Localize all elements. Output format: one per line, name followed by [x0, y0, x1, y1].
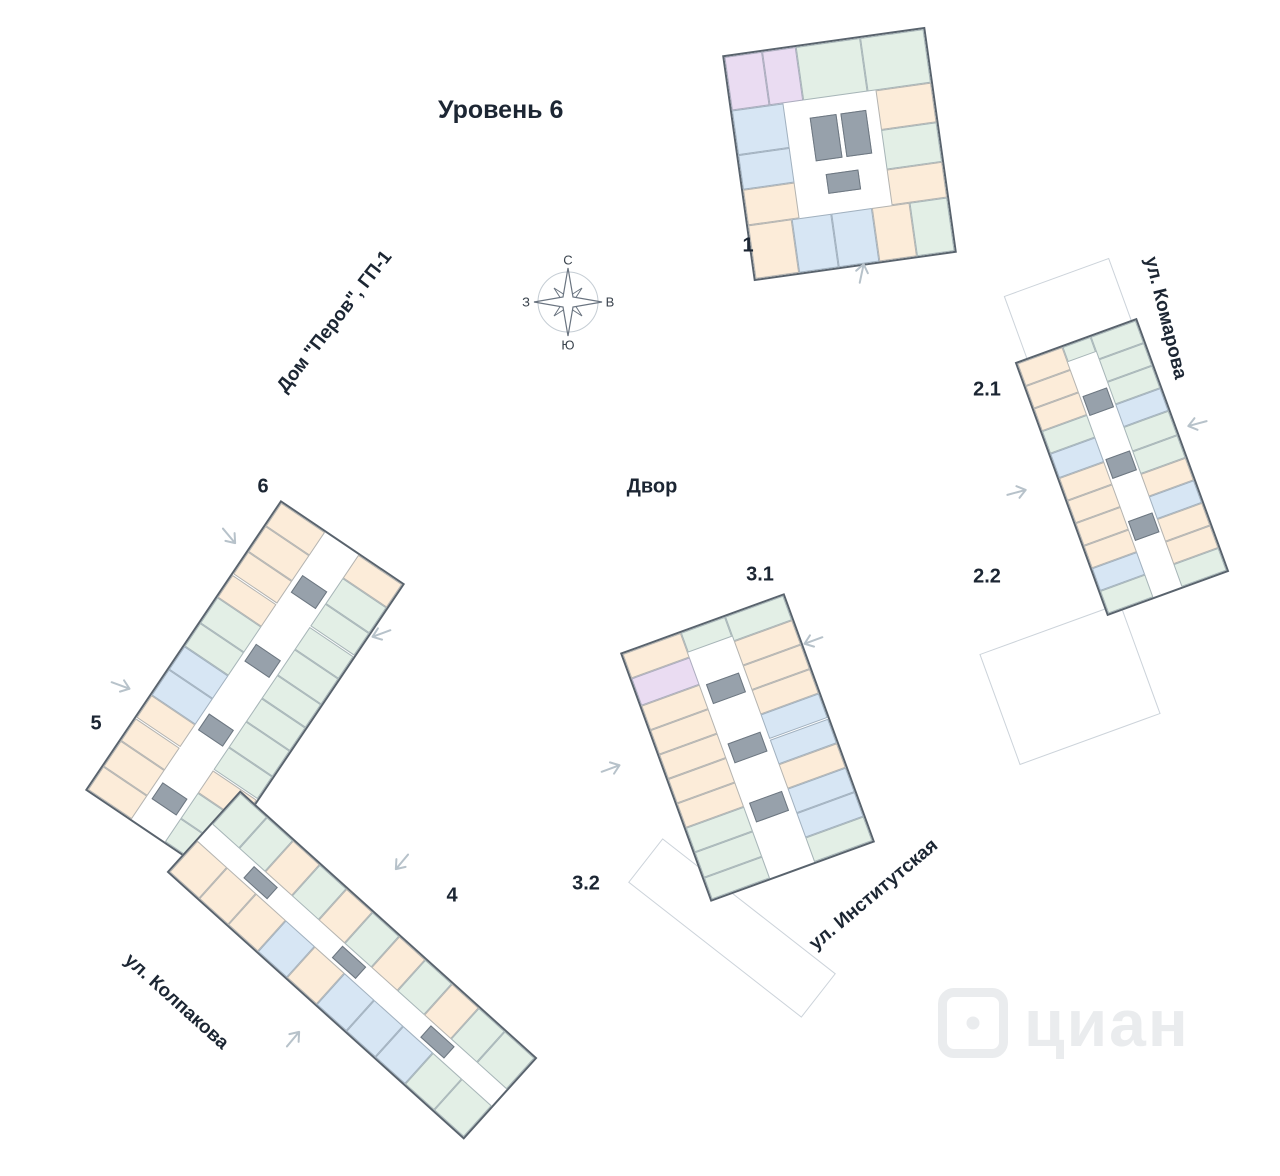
stair-elevator-core	[839, 109, 872, 158]
building-4[interactable]	[166, 790, 538, 1140]
building-label-1: 1	[742, 234, 754, 257]
entrance-arrow-icon	[279, 1022, 310, 1053]
compass-south-label: Ю	[561, 337, 575, 353]
compass-west-label: З	[522, 294, 530, 310]
building-2[interactable]	[1014, 317, 1230, 617]
street-label: ул. Колпакова	[120, 949, 233, 1054]
entrance-arrow-icon	[107, 673, 138, 699]
stair-elevator-core	[749, 790, 789, 823]
stair-elevator-core	[151, 782, 188, 816]
watermark-text: циан	[1024, 986, 1190, 1060]
entrance-arrow-icon	[215, 521, 246, 552]
compass-north-label: С	[563, 252, 573, 268]
entrance-arrow-icon	[597, 755, 628, 781]
apartment-unit[interactable]	[748, 219, 800, 279]
building-label-3.2: 3.2	[572, 872, 600, 895]
stair-elevator-core	[1128, 512, 1160, 542]
entrance-arrow-icon	[850, 257, 873, 286]
stair-elevator-core	[1082, 387, 1114, 417]
apartment-unit[interactable]	[680, 616, 733, 653]
compass-rose: С В Ю З	[520, 252, 616, 353]
entrance-arrow-icon	[386, 847, 417, 878]
building-label-2.1: 2.1	[973, 378, 1001, 401]
stair-elevator-core	[809, 113, 843, 162]
apartment-unit[interactable]	[859, 29, 931, 92]
watermark: циан	[938, 988, 1190, 1058]
building-1[interactable]	[722, 26, 957, 282]
compass-star-icon	[533, 267, 603, 337]
compass-east-label: В	[605, 294, 615, 310]
building-label-2.2: 2.2	[973, 565, 1001, 588]
apartment-unit[interactable]	[743, 182, 800, 226]
courtyard-label: Двор	[626, 475, 678, 498]
page-title: Уровень 6	[438, 96, 564, 124]
apartment-unit[interactable]	[796, 38, 868, 101]
building-label-3.1: 3.1	[746, 563, 774, 586]
building-label-5: 5	[90, 712, 102, 735]
cian-logo-icon	[938, 988, 1008, 1058]
stair-elevator-core	[727, 731, 768, 764]
entrance-arrow-icon	[1181, 412, 1211, 436]
building-label-6: 6	[257, 475, 269, 498]
stair-elevator-core	[290, 575, 327, 610]
entrance-arrow-icon	[797, 628, 828, 654]
entrance-arrow-icon	[365, 621, 396, 647]
stair-elevator-core	[198, 713, 234, 747]
apartment-unit[interactable]	[909, 197, 955, 257]
stair-elevator-core	[706, 672, 746, 705]
site-boundary-outline	[979, 602, 1161, 766]
building-label-4: 4	[446, 884, 458, 907]
stair-elevator-core	[1105, 450, 1137, 479]
entrance-arrow-icon	[1003, 480, 1033, 504]
stair-elevator-core	[244, 644, 281, 678]
project-name-label: Дом "Перов", ГП-1	[272, 246, 397, 397]
apartment-unit[interactable]	[731, 103, 790, 155]
stair-elevator-core	[826, 169, 861, 194]
